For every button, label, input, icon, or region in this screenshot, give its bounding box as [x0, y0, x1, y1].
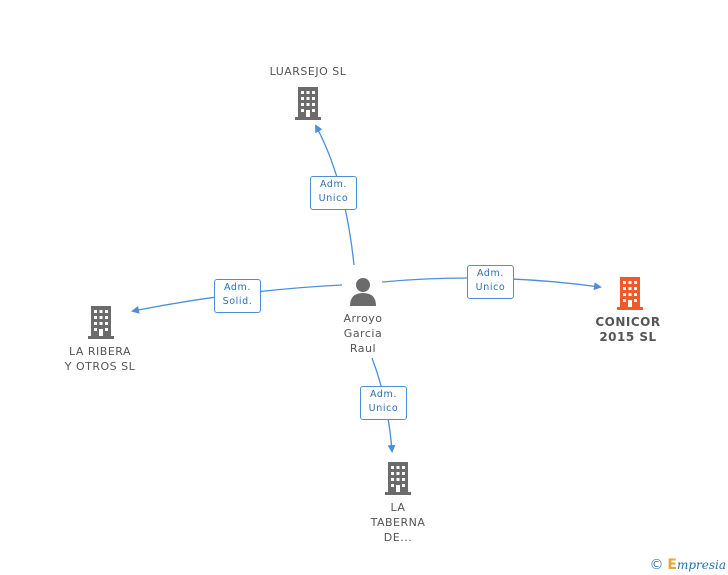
person-line3: Raul — [349, 342, 377, 355]
role-la-ribera-line2: Solid. — [222, 296, 253, 307]
node-label-person[interactable]: Arroyo Garcia Raul — [323, 311, 403, 356]
role-box-la-ribera[interactable]: Adm. Solid. — [214, 279, 261, 313]
building-icon-luarsejo[interactable] — [293, 86, 323, 120]
node-label-la-taberna[interactable]: LA TABERNA DE... — [358, 500, 438, 545]
conicor-line1: CONICOR — [595, 315, 661, 329]
node-label-la-ribera[interactable]: LA RIBERA Y OTROS SL — [40, 344, 160, 374]
role-la-taberna-line2: Unico — [368, 403, 399, 414]
la-taberna-line1: LA — [390, 501, 406, 514]
building-icon-la-ribera[interactable] — [86, 305, 116, 339]
footer-brand: © Empresia — [650, 557, 726, 573]
la-taberna-line3: DE... — [383, 531, 413, 544]
role-box-luarsejo[interactable]: Adm. Unico — [310, 176, 357, 210]
node-label-luarsejo[interactable]: LUARSEJO SL — [248, 64, 368, 79]
la-ribera-line1: LA RIBERA — [68, 345, 131, 358]
role-box-la-taberna[interactable]: Adm. Unico — [360, 386, 407, 420]
conicor-line2: 2015 SL — [599, 330, 657, 344]
building-icon-la-taberna[interactable] — [383, 461, 413, 495]
brand-name: mpresia — [676, 558, 726, 572]
role-la-taberna-line1: Adm. — [369, 389, 398, 400]
luarsejo-name: LUARSEJO SL — [269, 65, 347, 78]
copyright-icon: © — [649, 557, 664, 573]
person-icon[interactable] — [348, 276, 378, 306]
role-conicor-line2: Unico — [475, 282, 506, 293]
role-luarsejo-line2: Unico — [318, 193, 349, 204]
role-la-ribera-line1: Adm. — [223, 282, 252, 293]
brand-initial: E — [667, 557, 677, 573]
building-icon-conicor[interactable] — [615, 276, 645, 310]
person-line2: Garcia — [343, 327, 383, 340]
role-conicor-line1: Adm. — [476, 268, 505, 279]
la-taberna-line2: TABERNA — [370, 516, 426, 529]
node-label-conicor[interactable]: CONICOR 2015 SL — [578, 315, 678, 345]
la-ribera-line2: Y OTROS SL — [64, 360, 136, 373]
role-box-conicor[interactable]: Adm. Unico — [467, 265, 514, 299]
role-luarsejo-line1: Adm. — [319, 179, 348, 190]
person-line1: Arroyo — [343, 312, 383, 325]
